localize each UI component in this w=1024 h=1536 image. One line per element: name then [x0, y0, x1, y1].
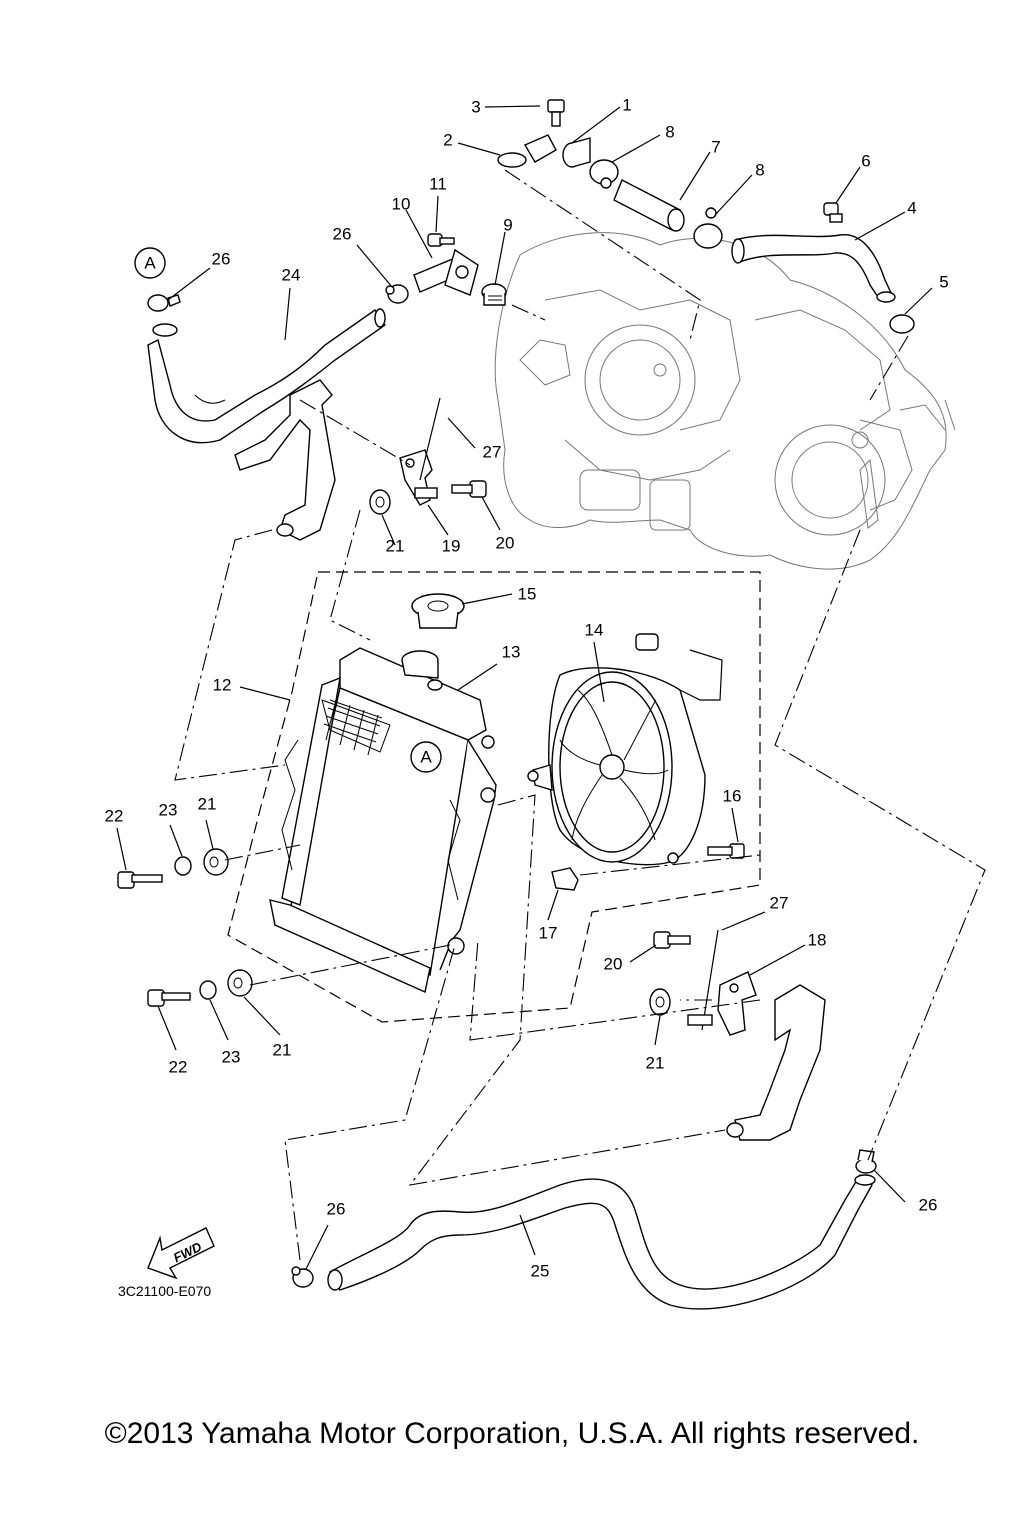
bracket-part-19	[399, 449, 438, 506]
reference-a-radiator: A	[410, 741, 442, 773]
bolt-part-22-upper	[117, 871, 163, 889]
bolt-part-11	[427, 233, 455, 247]
bolt-part-16	[707, 843, 745, 859]
callout-26: 26	[919, 1195, 938, 1214]
callout-1: 1	[622, 95, 631, 114]
callout-3: 3	[471, 97, 480, 116]
clamp-part-26-upper	[385, 284, 409, 304]
grommet-part-21-left-upper	[203, 848, 229, 876]
bracket-lower-right	[726, 984, 826, 1141]
callout-8: 8	[755, 160, 764, 179]
callout-23: 23	[222, 1047, 241, 1066]
callout-19: 19	[442, 536, 461, 555]
radiator-cap-part-15	[411, 593, 465, 629]
leader-lines	[116, 105, 933, 1270]
callout-8: 8	[665, 122, 674, 141]
callout-20: 20	[496, 533, 515, 552]
pin-part-27-lower	[701, 929, 719, 1031]
callout-17: 17	[539, 923, 558, 942]
callout-21: 21	[386, 536, 405, 555]
callout-23: 23	[159, 800, 178, 819]
callout-25: 25	[531, 1261, 550, 1280]
callout-16: 16	[723, 786, 742, 805]
callout-10: 10	[392, 194, 411, 213]
bolt-part-3	[547, 99, 565, 127]
callout-26: 26	[212, 249, 231, 268]
callout-27: 27	[770, 893, 789, 912]
hose-part-7	[613, 179, 685, 232]
callout-7: 7	[711, 137, 720, 156]
engine-outline	[494, 232, 956, 570]
callout-27: 27	[483, 442, 502, 461]
callout-5: 5	[939, 272, 948, 291]
forward-arrow-icon: FWD	[147, 1227, 215, 1280]
clamp-part-8-lower	[693, 207, 723, 249]
reference-a-radiator-label: A	[420, 747, 432, 766]
reference-a-top-label: A	[144, 253, 156, 272]
callout-4: 4	[907, 198, 916, 217]
callout-24: 24	[282, 265, 301, 284]
grommet-part-21-upper	[369, 489, 391, 515]
callout-2: 2	[443, 130, 452, 149]
callout-14: 14	[585, 620, 604, 639]
callout-9: 9	[503, 215, 512, 234]
bolt-part-20-lower	[653, 931, 691, 949]
collar-part-23-upper	[174, 856, 192, 876]
callout-26: 26	[327, 1199, 346, 1218]
fan-motor-part-14	[527, 633, 723, 866]
pin-part-27-upper	[419, 397, 441, 481]
callout-15: 15	[518, 584, 537, 603]
filler-neck	[401, 650, 443, 691]
callout-26: 26	[333, 224, 352, 243]
thermostat-part-9	[481, 283, 507, 306]
clamp-part-26-lower-right	[855, 1149, 877, 1174]
copyright-notice: ©2013 Yamaha Motor Corporation, U.S.A. A…	[104, 1417, 920, 1450]
pipe-part-1	[562, 137, 591, 168]
hose-part-24	[147, 308, 386, 444]
callout-20: 20	[604, 954, 623, 973]
assembly-lines	[174, 169, 986, 1261]
grommet-part-21-left-lower	[227, 969, 253, 997]
clip-part-17	[551, 867, 579, 891]
pipe-part-4	[731, 234, 896, 303]
callout-18: 18	[808, 930, 827, 949]
callout-21: 21	[273, 1040, 292, 1059]
bracket-upper-left	[234, 379, 336, 541]
bracket-part-18	[687, 971, 757, 1036]
callout-21: 21	[198, 794, 217, 813]
gasket-part-2	[497, 134, 557, 168]
callout-12: 12	[213, 675, 232, 694]
callout-numbers: 3 1 2 8 7 8 6 4 5 11 10 9 26 26 24 27 21…	[105, 95, 949, 1280]
clamp-part-26-lower-left	[291, 1266, 314, 1288]
bolt-part-6	[823, 202, 843, 223]
clamp-part-26-left	[147, 294, 181, 312]
hose-part-25	[327, 1173, 876, 1310]
o-ring-part-5	[889, 314, 915, 334]
reference-a-top: A	[134, 247, 166, 279]
callout-6: 6	[861, 151, 870, 170]
callout-13: 13	[502, 642, 521, 661]
radiator-part-13	[269, 647, 497, 993]
grommet-part-21-right	[649, 988, 671, 1016]
bolt-part-20-upper	[451, 480, 487, 498]
callout-11: 11	[429, 174, 447, 193]
callout-22: 22	[105, 806, 124, 825]
assembly-outline-12	[227, 571, 761, 1023]
fitting-part-10	[413, 248, 479, 296]
callout-21: 21	[646, 1053, 665, 1072]
cooling-system-exploded-diagram: A	[105, 95, 986, 1310]
bolt-part-22-lower	[147, 989, 191, 1007]
collar-part-23-lower	[199, 980, 217, 1000]
clamp-part-8-upper	[589, 159, 619, 189]
diagram-code: 3C21100-E070	[118, 1283, 211, 1299]
callout-22: 22	[169, 1057, 188, 1076]
